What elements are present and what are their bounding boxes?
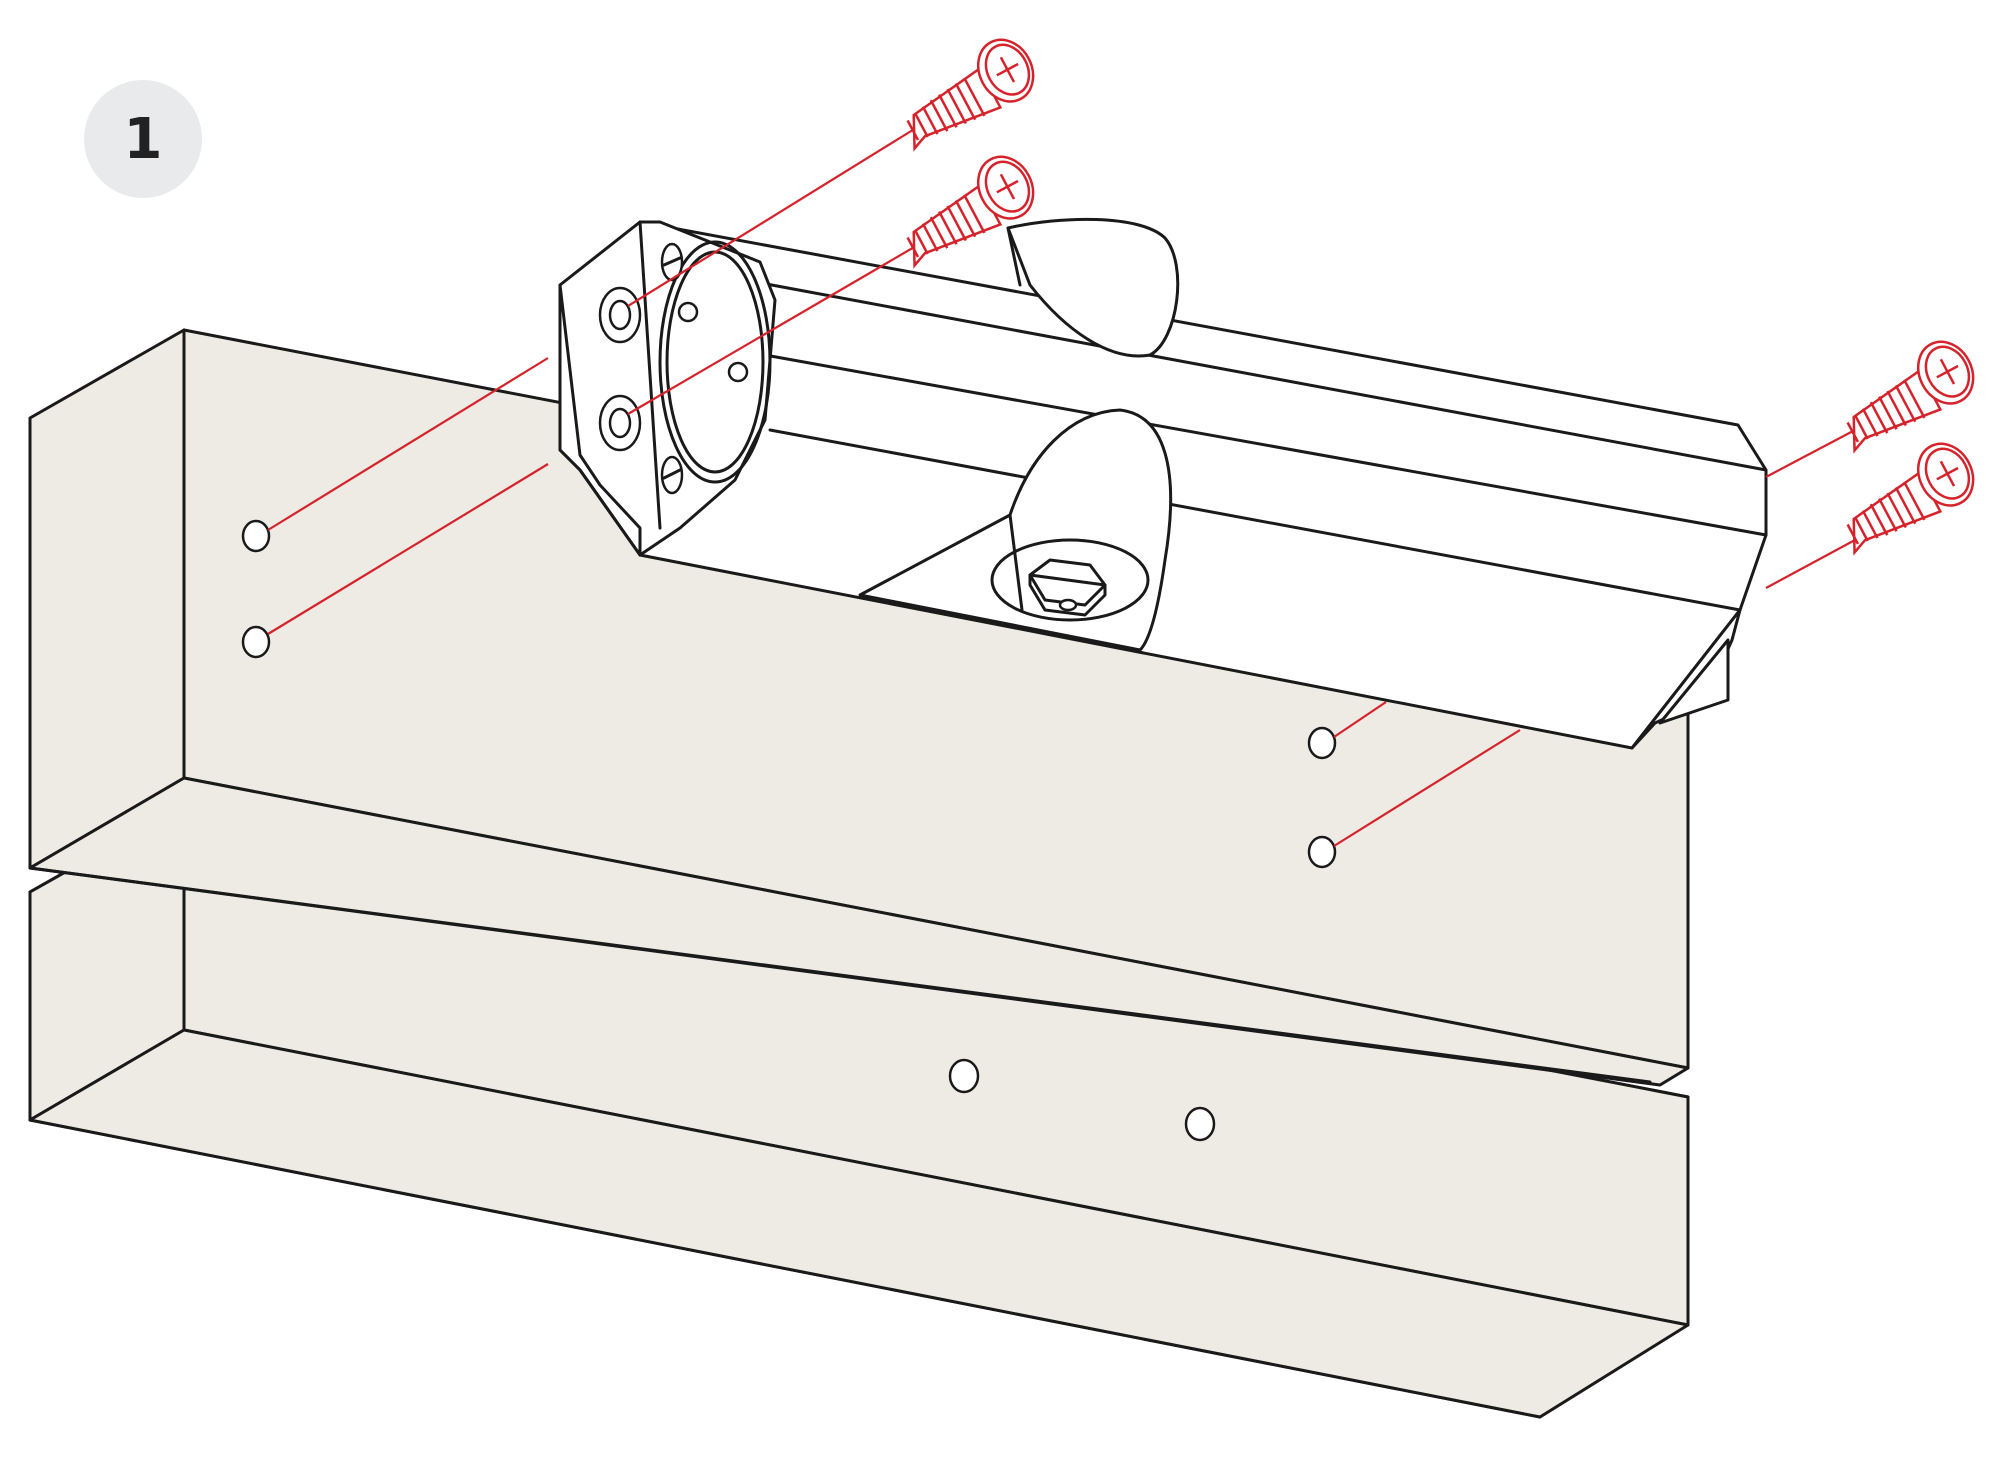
screw-icon bbox=[886, 28, 1045, 156]
door-frame-lower-bottom bbox=[28, 1028, 1690, 1419]
frame-hole bbox=[948, 1058, 980, 1094]
door-frame-upper-front bbox=[28, 328, 186, 870]
screw-icon bbox=[1826, 432, 1985, 560]
end-plate-recess bbox=[658, 240, 772, 484]
spindle-boss-top bbox=[1006, 217, 1180, 358]
frame-hole bbox=[1307, 726, 1337, 760]
frame-hole bbox=[1184, 1106, 1216, 1142]
spindle-collar bbox=[990, 538, 1150, 622]
step-number: 1 bbox=[123, 106, 163, 172]
frame-hole bbox=[241, 519, 271, 553]
screw-icon bbox=[1826, 330, 1985, 458]
frame-holes bbox=[241, 519, 1337, 1142]
frame-hole bbox=[1307, 835, 1337, 869]
frame-hole bbox=[241, 625, 271, 659]
door-frame-upper bbox=[28, 328, 1690, 1087]
door-closer-body bbox=[558, 217, 1768, 750]
alignment-guides bbox=[267, 127, 1856, 847]
step-number-badge: 1 bbox=[84, 80, 202, 198]
